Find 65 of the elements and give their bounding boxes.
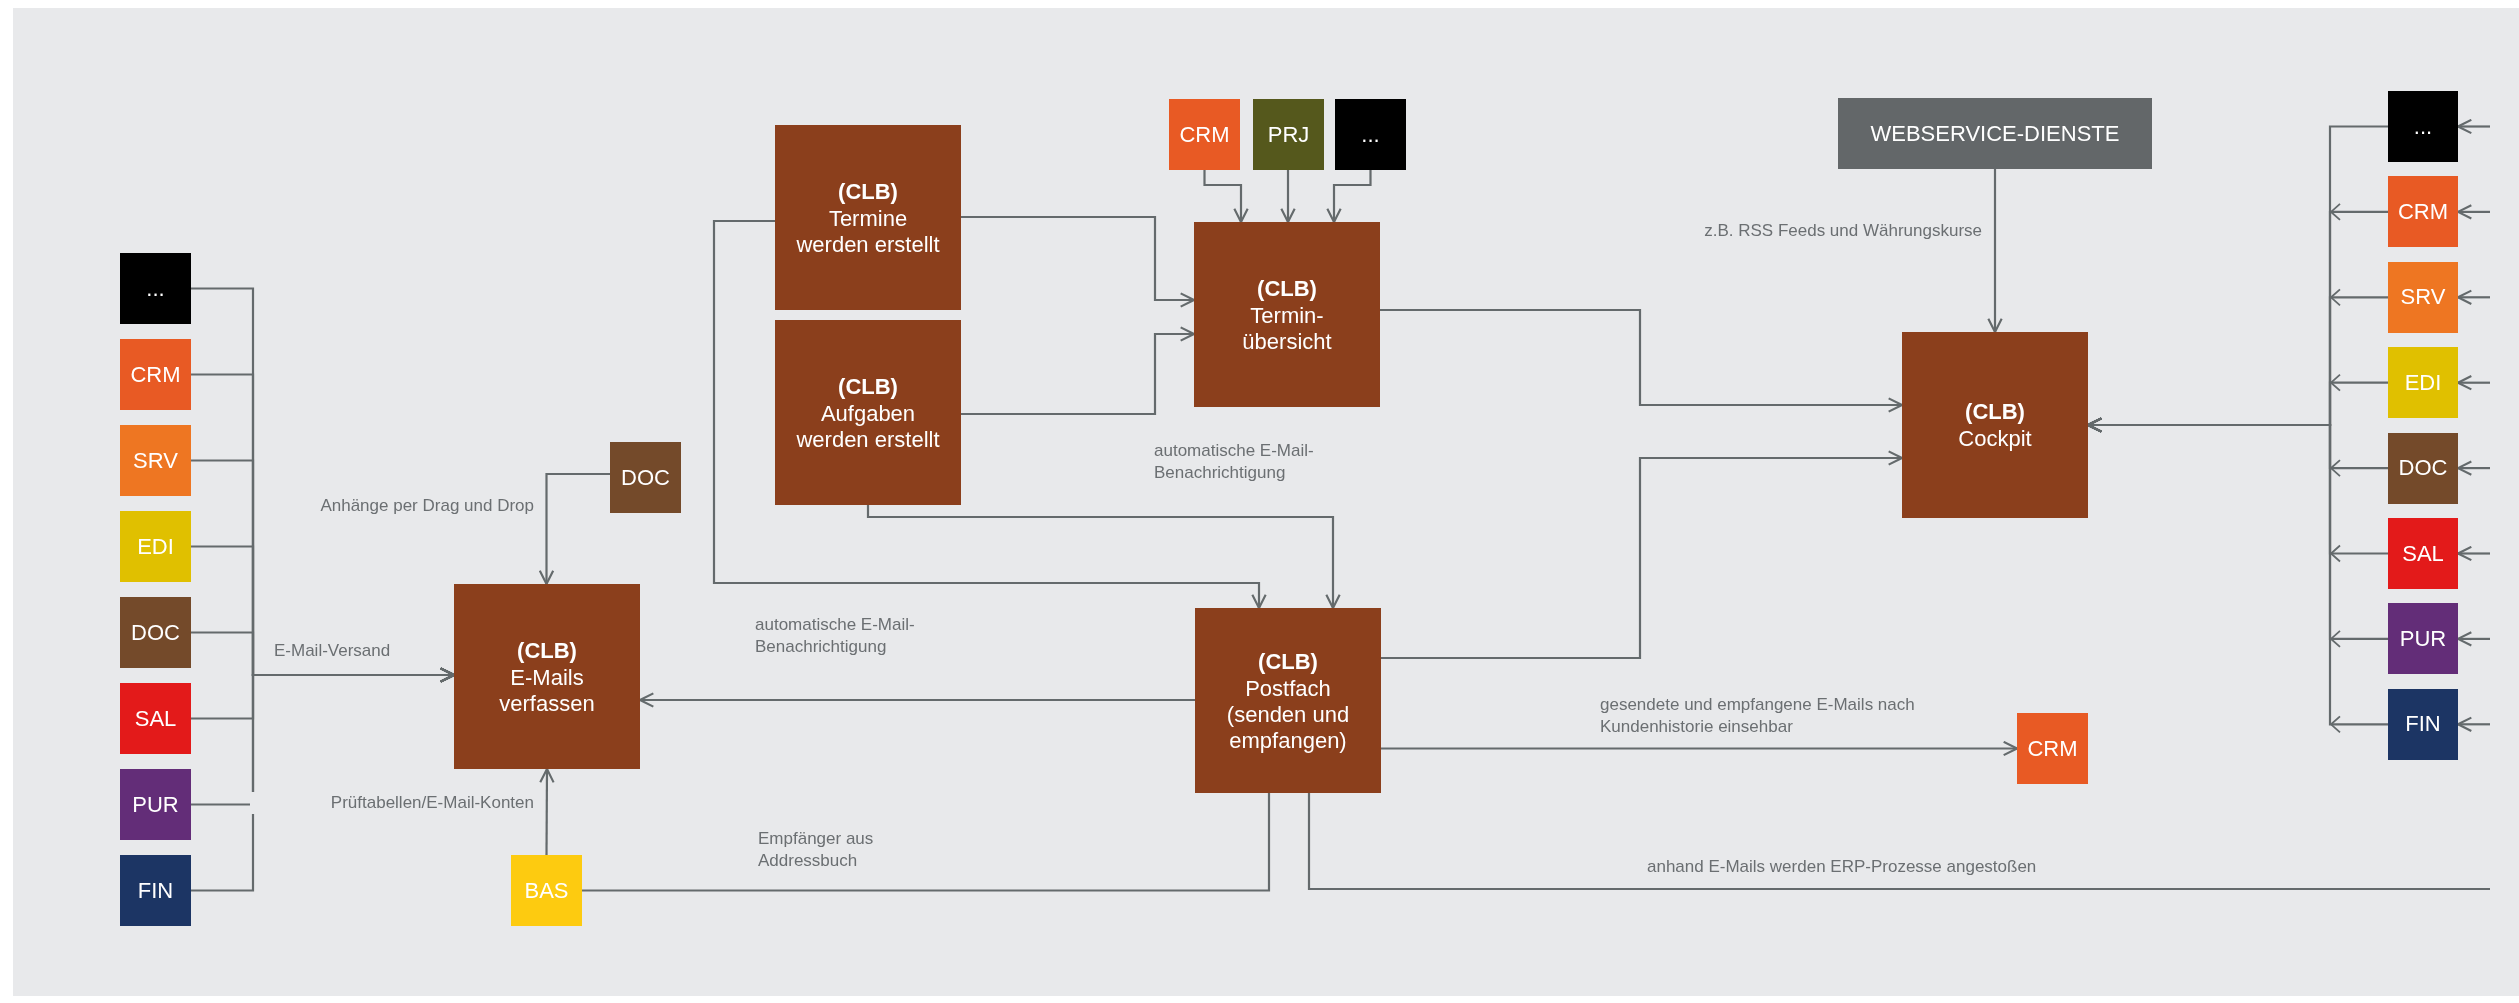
box-title: (CLB) [838,372,898,401]
module-label: CRM [2027,735,2078,762]
module-tile [120,769,191,840]
process-box [454,584,640,769]
module-label: CRM [130,361,181,388]
module-label: WEBSERVICE-DIENSTE [1870,120,2120,147]
module-label: ... [146,275,165,302]
module-label: BAS [524,877,569,904]
box-text: Cockpit [1958,426,2032,452]
process-box [775,125,961,310]
box-text: Postfach (senden und empfangen) [1225,675,1351,754]
module-tile [2388,176,2458,248]
box-title: (CLB) [1258,647,1318,676]
module-tile [120,683,191,754]
box-title: (CLB) [1257,274,1317,303]
module-tile [2388,688,2458,760]
module-tile [2388,91,2458,162]
module-tile [2388,603,2458,675]
service-box [1838,98,2152,169]
module-label: ... [2413,113,2433,140]
box-text: Termine werden erstellt [795,205,941,258]
module-tile [2388,347,2458,419]
module-label: CRM [2397,198,2449,225]
module-label: SRV [133,447,178,474]
module-label: EDI [2404,369,2442,396]
module-tile [610,442,681,513]
module-label: DOC [2398,455,2448,482]
box-title: (CLB) [838,177,898,206]
module-tile [120,855,191,926]
box-text: E-Mails verfassen [498,664,596,717]
module-label: DOC [621,464,670,491]
module-label: SRV [2400,284,2446,311]
module-label: ... [1361,121,1380,148]
edge-label: Prüftabellen/E-Mail-Konten [250,792,534,814]
module-label: CRM [1179,121,1230,148]
module-label: FIN [137,877,174,904]
module-label: PUR [2399,625,2447,652]
box-text: Aufgaben werden erstellt [795,400,941,453]
module-tile [511,855,582,926]
module-tile [2388,261,2458,333]
module-label: FIN [2405,711,2441,738]
module-tile [120,253,191,324]
module-tile [120,425,191,496]
box-text: Termin- übersicht [1241,302,1333,355]
module-tile [120,597,191,668]
module-tile [120,339,191,410]
module-label: EDI [137,533,174,560]
box-title: (CLB) [517,636,577,665]
module-label: SAL [2402,540,2444,567]
module-tile [120,511,191,582]
box-title: (CLB) [1965,398,2025,426]
process-box [1195,608,1381,793]
module-tile [2017,713,2088,784]
module-tile [1335,99,1406,170]
process-box [1902,332,2088,518]
module-label: PUR [132,791,179,818]
module-tile [2388,432,2458,504]
process-box [1194,222,1380,407]
module-tile [2388,518,2458,589]
module-label: SAL [134,705,177,732]
module-label: PRJ [1267,121,1310,148]
module-label: DOC [131,619,180,646]
module-tile [1169,99,1240,170]
process-box [775,320,961,505]
module-tile [1253,99,1324,170]
